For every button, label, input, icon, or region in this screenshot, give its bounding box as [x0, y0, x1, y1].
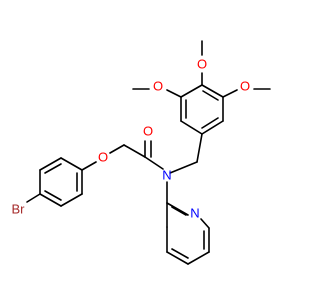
bond [81, 161, 97, 171]
bond [180, 84, 203, 98]
bond [166, 202, 189, 216]
pyridine-nitrogen-label: N [190, 206, 199, 221]
bromine-label: Br [12, 202, 26, 217]
bond [201, 120, 224, 135]
bond [169, 161, 198, 174]
bond [196, 133, 203, 163]
bond [166, 89, 182, 98]
methoxy-oxygen-top-label: O [197, 57, 207, 72]
methoxy-oxygen-right-label: O [240, 79, 250, 94]
molecule-structure-diagram: Br O O N N O O O [0, 0, 300, 300]
bond [60, 193, 83, 207]
bond [123, 144, 146, 158]
bond [39, 157, 62, 171]
bond [60, 157, 83, 171]
bond [201, 84, 224, 98]
bond [44, 190, 62, 201]
bond [187, 251, 210, 265]
ether-oxygen-label: O [98, 150, 108, 165]
bonds [26, 40, 271, 265]
bond [180, 120, 203, 135]
bond [171, 248, 189, 259]
bond [26, 193, 41, 203]
bond [171, 206, 187, 216]
bond [222, 89, 238, 98]
methoxy-oxygen-left-label: O [153, 79, 163, 94]
carbonyl-oxygen-label: O [143, 124, 153, 139]
bond [201, 117, 219, 129]
bond [166, 251, 189, 265]
molecule-svg: Br O O N N O O O [0, 0, 300, 300]
bond [109, 144, 125, 154]
bond [200, 218, 210, 229]
atom-labels: Br O O N N O O O [12, 57, 251, 221]
background [0, 0, 300, 300]
bond [39, 193, 62, 207]
amide-nitrogen-label: N [162, 168, 171, 183]
bond [144, 156, 164, 170]
bond [44, 163, 62, 174]
bond [202, 90, 219, 101]
